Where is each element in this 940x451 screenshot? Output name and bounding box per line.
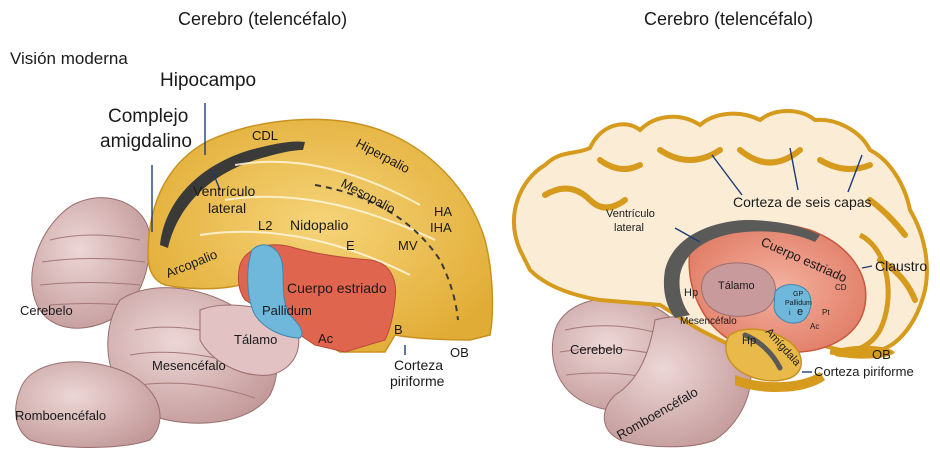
- label-mv: MV: [398, 238, 418, 253]
- right-title: Cerebro (telencéfalo): [644, 9, 813, 29]
- label-hipocampo: Hipocampo: [160, 70, 256, 91]
- label-cerebelo: Cerebelo: [20, 303, 73, 318]
- label-pt: Pt: [822, 308, 830, 317]
- label-corteza-seis-capas: Corteza de seis capas: [733, 194, 872, 210]
- label-ventriculo-1: Ventrículo: [193, 183, 255, 199]
- label-cerebelo-r: Cerebelo: [570, 342, 623, 357]
- label-ventriculo-r-1: Ventrículo: [606, 208, 655, 220]
- label-mesencefalo: Mesencéfalo: [152, 358, 226, 373]
- label-ob: OB: [450, 345, 469, 360]
- label-ventriculo-r-2: lateral: [614, 222, 644, 234]
- label-l2: L2: [258, 218, 272, 233]
- label-ventriculo-2: lateral: [208, 200, 246, 216]
- label-pallidum: Pallidum: [262, 303, 312, 318]
- label-talamo: Tálamo: [234, 332, 277, 347]
- label-e-r: e: [797, 306, 803, 318]
- label-ac: Ac: [318, 331, 334, 346]
- label-cd: CD: [835, 283, 847, 292]
- label-corteza-1: Corteza: [394, 357, 443, 373]
- label-complejo-1: Complejo: [108, 106, 188, 127]
- left-subtitle: Visión moderna: [10, 49, 128, 68]
- label-corteza-2: piriforme: [390, 373, 445, 389]
- label-ha: HA: [434, 204, 452, 219]
- label-claustro: Claustro: [875, 258, 927, 274]
- label-cdl: CDL: [252, 128, 278, 143]
- label-b: B: [394, 322, 403, 337]
- label-talamo-r: Tálamo: [718, 280, 755, 292]
- label-e: E: [346, 238, 355, 253]
- label-hp-upper: Hp: [684, 287, 698, 299]
- left-panel: Cerebro (telencéfalo) Visión moderna Hip…: [10, 9, 492, 448]
- label-corteza-piriforme-r: Corteza piriforme: [814, 364, 914, 379]
- label-romboencefalo: Romboencéfalo: [15, 408, 106, 423]
- label-ob-r: OB: [872, 347, 891, 362]
- label-cuerpo-estriado: Cuerpo estriado: [287, 280, 387, 296]
- label-complejo-2: amigdalino: [100, 131, 192, 152]
- right-panel: Cerebro (telencéfalo) Corteza de seis ca…: [514, 9, 927, 447]
- label-iha: IHA: [430, 220, 452, 235]
- label-gp: GP: [793, 291, 803, 298]
- label-mesencefalo-r: Mesencéfalo: [680, 316, 737, 327]
- label-hp-lower: Hp: [742, 335, 756, 347]
- label-nidopalio: Nidopalio: [290, 217, 349, 233]
- left-title: Cerebro (telencéfalo): [178, 9, 347, 29]
- label-ac-r: Ac: [810, 322, 819, 331]
